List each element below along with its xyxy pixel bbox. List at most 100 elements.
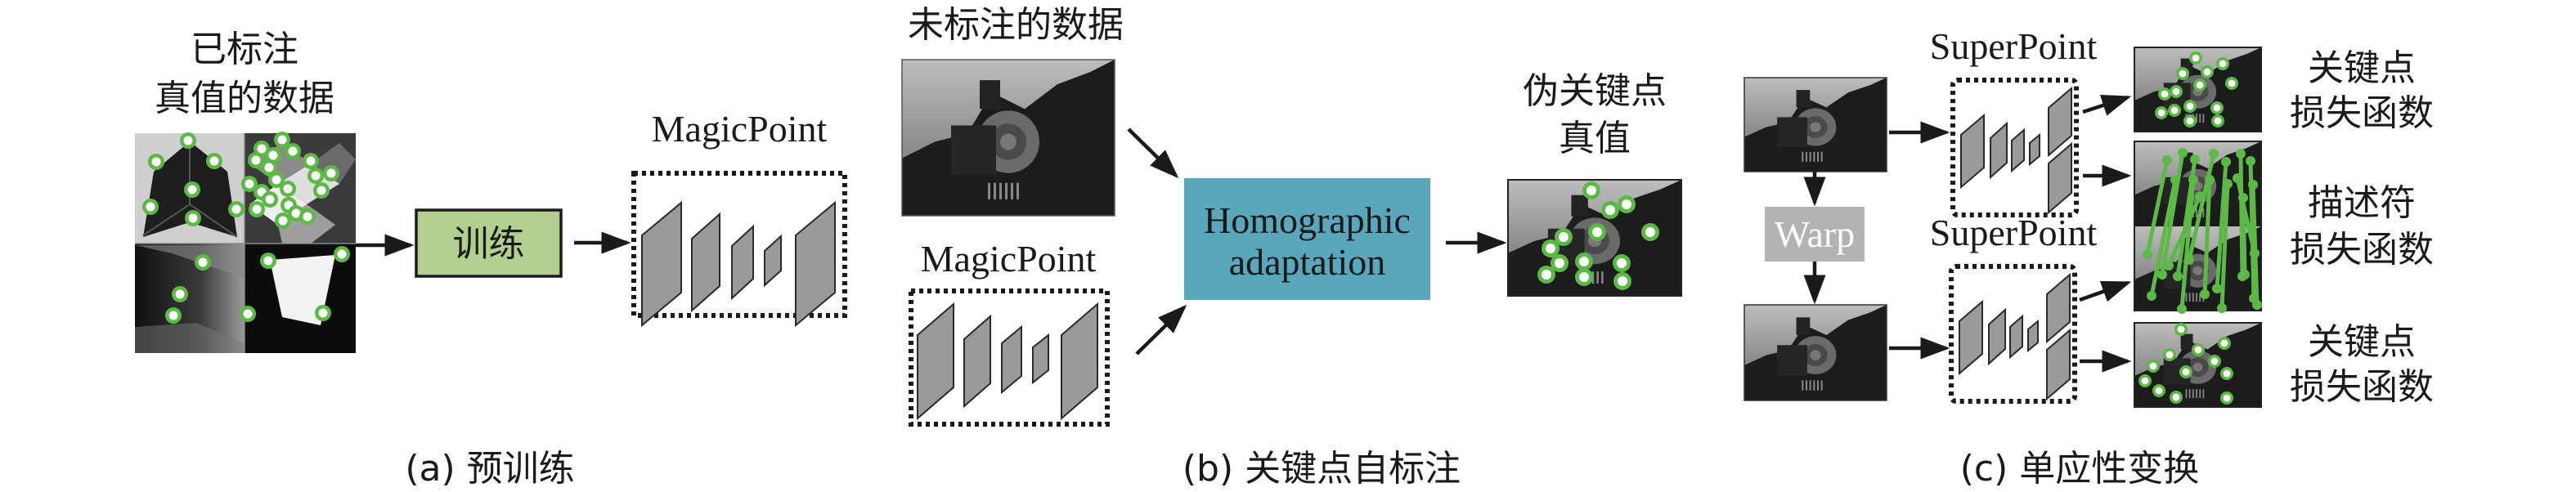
keypoint-group-mosaic (142, 132, 350, 324)
descriptor-match (2217, 179, 2233, 313)
superpoint-label-bottom: SuperPoint (1930, 212, 2098, 253)
keypoint-marker (206, 153, 222, 169)
keypoint-loss-bottom-line1: 关键点 (2308, 321, 2416, 363)
network-layer (731, 224, 754, 301)
keypoint-marker (2201, 65, 2214, 78)
pseudo-gt-label-line1: 伪关键点 (1523, 70, 1667, 112)
network-layer (917, 302, 954, 421)
keypoint-marker (2174, 323, 2188, 336)
keypoint-marker (2163, 348, 2176, 361)
network-layer (2011, 127, 2025, 173)
keypoint-marker (185, 210, 201, 226)
network-layer (2009, 314, 2023, 360)
network-layer (2046, 328, 2071, 401)
descriptor-match (2147, 175, 2180, 301)
keypoint-marker (2220, 391, 2233, 405)
keypoint-marker (1618, 195, 1636, 213)
keypoint-marker (249, 201, 265, 217)
network-layer (1001, 324, 1022, 395)
descriptor-match-output (2134, 141, 2262, 314)
pseudo-gt-label-line2: 真值 (1559, 118, 1631, 159)
keypoint-marker (1551, 254, 1568, 272)
keypoint-marker (1601, 201, 1619, 219)
keypoint-loss-top-line2: 损失函数 (2290, 92, 2434, 134)
unlabeled-data-label: 未标注的数据 (908, 4, 1124, 46)
network-layer (963, 314, 991, 409)
keypoint-marker (172, 286, 188, 302)
keypoint-marker (334, 246, 350, 262)
keypoint-marker (275, 212, 291, 229)
keypoint-marker (2216, 57, 2229, 70)
keypoint-marker (2183, 100, 2197, 113)
keypoint-marker (303, 153, 319, 169)
homographic-adaptation-box: Homographic adaptation (1184, 178, 1430, 300)
keypoint-marker (313, 182, 330, 199)
keypoint-marker (285, 143, 301, 159)
descriptor-match (2143, 155, 2172, 259)
keypoint-marker (1542, 239, 1560, 257)
keypoint-marker (280, 181, 296, 197)
keypoint-marker (2168, 104, 2181, 117)
network-layer (1990, 121, 2008, 180)
keypoint-marker (165, 307, 182, 324)
descriptor-match-lines (2143, 148, 2262, 314)
synthetic-shapes-mosaic (135, 132, 356, 353)
keypoint-marker (2155, 106, 2168, 119)
warp-box: Warp (1765, 207, 1865, 262)
keypoint-marker (1613, 272, 1631, 290)
network-layer (2048, 141, 2072, 215)
descriptor-match (2200, 175, 2215, 299)
warped-image (1744, 304, 1887, 401)
keypoint-marker (2170, 85, 2183, 98)
arrow-magicpoint-to-homographic (1135, 304, 1187, 356)
arrow-top-detector-out (2082, 94, 2132, 116)
superpoint-network-bottom (1949, 264, 2077, 404)
keypoint-marker (2208, 355, 2221, 368)
superpoint-network-top (1950, 78, 2079, 217)
keypoint-marker (2218, 337, 2231, 350)
keypoint-marker (307, 168, 324, 184)
descriptor-match (2238, 193, 2250, 280)
keypoint-marker (1555, 228, 1573, 246)
descriptor-match (2248, 180, 2262, 310)
panel-c-joint-training: Warp SuperPoint SuperPoint (1744, 25, 2434, 490)
keypoint-marker (2210, 101, 2224, 114)
source-image (1744, 77, 1887, 172)
descriptor-loss-line1: 描述符 (2308, 182, 2416, 224)
warp-label: Warp (1775, 213, 1855, 255)
magicpoint-label-a: MagicPoint (652, 108, 828, 150)
keypoint-marker (228, 201, 245, 217)
keypoint-marker (1575, 253, 1593, 271)
network-layer (1061, 302, 1098, 421)
network-layer (2029, 132, 2040, 167)
keypoint-marker (1582, 181, 1600, 199)
network-layer (2046, 272, 2071, 344)
panel-a-pretraining: 已标注 真值的数据 训练 MagicPoint (135, 29, 847, 490)
labeled-data-label-line2: 真值的数据 (155, 78, 334, 119)
keypoint-marker (1641, 223, 1659, 241)
keypoint-marker (2152, 384, 2165, 397)
network-layer (691, 212, 720, 313)
keypoint-marker (315, 305, 331, 321)
superpoint-label-top: SuperPoint (1930, 25, 2098, 67)
caption-b: (b) 关键点自标注 (1183, 448, 1461, 490)
keypoint-group-pseudo (1537, 181, 1659, 290)
descriptor-loss-line2: 损失函数 (2290, 229, 2434, 271)
network-layer (641, 200, 682, 328)
caption-a: (a) 预训练 (405, 448, 574, 490)
keypoint-marker (268, 172, 285, 188)
keypoint-marker (240, 306, 256, 322)
descriptor-match (2157, 148, 2188, 280)
keypoint-marker (2211, 114, 2224, 127)
magicpoint-network-b (909, 288, 1110, 427)
keypoint-output-bottom (2134, 322, 2262, 408)
network-layer (2048, 86, 2072, 158)
keypoint-marker (195, 254, 211, 271)
train-label: 训练 (453, 223, 525, 265)
keypoint-loss-bottom-line2: 损失函数 (2290, 366, 2434, 408)
descriptor-match (2177, 175, 2198, 314)
keypoint-marker (180, 132, 196, 149)
keypoint-group-bottom (2138, 323, 2233, 405)
keypoint-marker (2189, 51, 2202, 65)
network-layer (2027, 319, 2039, 353)
